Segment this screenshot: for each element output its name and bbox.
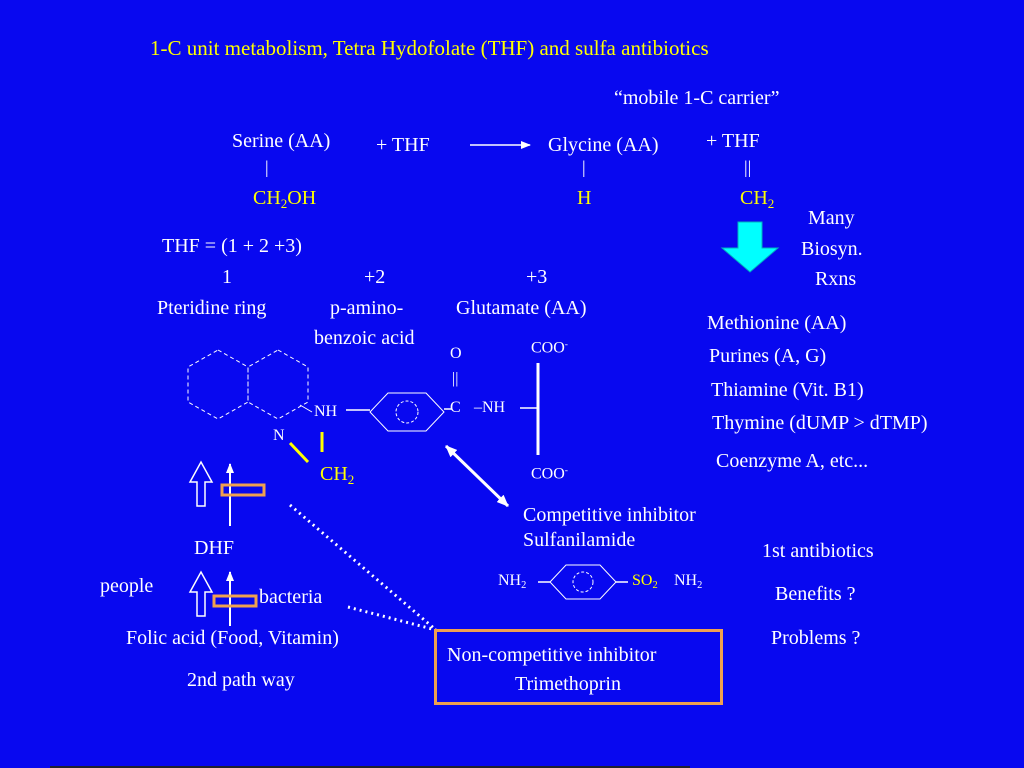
pteridine-label: Pteridine ring: [157, 297, 267, 319]
trimethoprim-label: Trimethoprin: [515, 673, 621, 695]
block-bar-upper: [220, 483, 266, 497]
product-methionine: Methionine (AA): [707, 312, 847, 334]
block-bar-lower: [212, 594, 258, 608]
people-up-arrow-lower: [188, 570, 214, 617]
trimethoprim-box: [434, 629, 723, 705]
sulfa-so2: SO2: [632, 572, 658, 592]
plus-thf-2: + THF: [706, 130, 760, 152]
biosyn-line1: Many: [808, 207, 855, 229]
ch2-thf-label: CH2: [740, 187, 775, 211]
h-label: H: [577, 187, 592, 209]
methylene-ch2: CH2: [320, 463, 355, 487]
biosyn-line2: Biosyn.: [801, 238, 863, 260]
ch2-bond-diagonal: [288, 441, 310, 464]
product-coenzyme-a: Coenzyme A, etc...: [716, 450, 869, 472]
paba-benzene-ring: [369, 392, 445, 432]
competitive-inhibitor-label: Competitive inhibitor: [523, 504, 696, 526]
glutamate-label: Glutamate (AA): [456, 297, 587, 319]
coo-top: COO-: [531, 339, 568, 357]
paba-label-1: p-amino-: [330, 297, 404, 319]
paba-nh: NH: [314, 403, 338, 420]
carbonyl-double-bond: ||: [452, 370, 459, 387]
sulfanilamide-label: Sulfanilamide: [523, 529, 636, 551]
biosyn-down-arrow: [720, 221, 780, 273]
people-up-arrow-upper: [188, 460, 214, 507]
product-purines: Purines (A, G): [709, 345, 827, 367]
thf-formula: THF = (1 + 2 +3): [162, 235, 302, 257]
paba-label-2: benzoic acid: [314, 327, 415, 349]
serine-bond: |: [265, 157, 269, 177]
biosyn-line3: Rxns: [815, 268, 857, 290]
people-label: people: [100, 575, 154, 597]
problems-label: Problems ?: [771, 627, 861, 649]
glycine-label: Glycine (AA): [548, 134, 659, 156]
competitive-arrow: [444, 444, 510, 508]
product-thymine: Thymine (dUMP > dTMP): [712, 412, 928, 434]
carbonyl-c: C: [450, 399, 461, 416]
mobile-carrier-label: “mobile 1-C carrier”: [614, 87, 780, 109]
first-antibiotics-label: 1st antibiotics: [762, 540, 874, 562]
product-thiamine: Thiamine (Vit. B1): [711, 379, 864, 401]
plus-thf-1: + THF: [376, 134, 430, 156]
component-2-number: +2: [364, 266, 386, 288]
glycine-bond: |: [582, 157, 586, 177]
page-title: 1-C unit metabolism, Tetra Hydofolate (T…: [150, 36, 709, 60]
serine-label: Serine (AA): [232, 130, 331, 152]
pteridine-n: N: [273, 427, 285, 444]
dotted-line-upper: [289, 503, 437, 632]
ch2oh-label: CH2OH: [253, 187, 317, 211]
thf-double-bond: ||: [744, 157, 752, 177]
benefits-label: Benefits ?: [775, 583, 856, 605]
sulfa-nh2-left: NH2: [498, 572, 527, 592]
non-competitive-label: Non-competitive inhibitor: [447, 644, 657, 666]
amide-nh: –NH: [474, 399, 506, 416]
pteridine-ring: [187, 349, 309, 420]
second-pathway-label: 2nd path way: [187, 669, 295, 691]
bacteria-label: bacteria: [259, 586, 323, 608]
sulfa-benzene-ring: [549, 564, 617, 600]
component-1-number: 1: [222, 266, 232, 288]
carbonyl-o: O: [450, 345, 462, 362]
component-3-number: +3: [526, 266, 548, 288]
coo-bottom: COO-: [531, 465, 568, 483]
dhf-label: DHF: [194, 537, 235, 559]
sulfa-nh2-right: NH2: [674, 572, 703, 592]
folic-acid-label: Folic acid (Food, Vitamin): [126, 627, 339, 649]
ring-bond: [299, 404, 313, 413]
